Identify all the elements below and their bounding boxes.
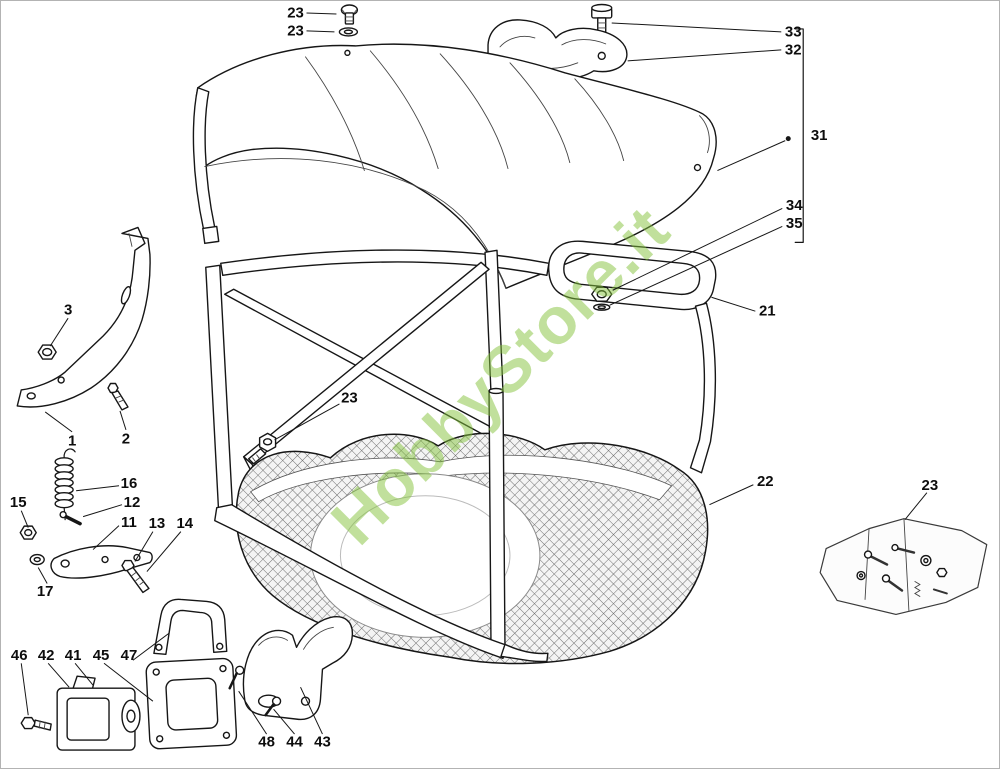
pin-icon	[59, 510, 82, 526]
hardware-bag	[819, 518, 988, 615]
part-31-leader-line	[717, 140, 786, 172]
side-bracket	[16, 226, 151, 408]
washer-icon	[29, 553, 45, 566]
part-31-bracket-line	[794, 28, 804, 243]
part-number-label: 23	[922, 477, 939, 494]
part-number-label: 22	[757, 473, 774, 490]
part-number-label: 3	[64, 302, 72, 319]
part-number-label: 13	[149, 515, 166, 532]
screw-icon	[264, 696, 282, 717]
grass-catcher-lid	[192, 43, 717, 289]
part-number-label: 12	[124, 494, 141, 511]
part-number-label: 46	[11, 647, 28, 664]
callout-leader-line	[709, 484, 754, 506]
callout-leader-line	[76, 485, 120, 492]
part-number-label: 11	[121, 514, 137, 531]
callout-leader-line	[627, 49, 782, 62]
lever-plate	[50, 545, 153, 579]
washer-icon	[338, 27, 359, 37]
artwork	[16, 3, 988, 751]
part-number-label: 33	[785, 23, 802, 40]
callout-leader-line	[119, 410, 127, 431]
callout-leader-line	[132, 632, 170, 661]
part-number-label: 48	[258, 734, 275, 751]
part-number-label: 42	[38, 647, 55, 664]
latch-top-bracket	[153, 598, 228, 655]
part-number-label: 45	[93, 647, 110, 664]
callout-leader-line	[609, 225, 783, 306]
callout-leader-line	[273, 708, 295, 735]
callout-leader-line	[44, 411, 73, 433]
latch-handle-lever	[242, 616, 354, 721]
nut-icon	[591, 286, 613, 311]
part-number-label: 44	[286, 734, 303, 751]
callout-leader-line	[20, 510, 29, 528]
callout-leader-line	[37, 567, 48, 584]
latch-body	[56, 675, 141, 751]
part-number-label: 2	[122, 430, 130, 447]
frame-front-tubes	[214, 387, 549, 663]
nut-icon	[19, 525, 37, 540]
callout-leader-line	[711, 296, 756, 312]
callout-leader-line	[82, 504, 123, 518]
bolt-icon	[20, 716, 52, 731]
bolt-icon	[107, 382, 129, 411]
part-number-label: 47	[121, 647, 138, 664]
part-number-label: 14	[177, 515, 194, 532]
screw-icon	[228, 665, 245, 690]
callout-leader-line	[904, 492, 928, 520]
callout-leader-line	[20, 663, 29, 716]
bolt-icon	[340, 4, 359, 25]
callout-leader-line	[146, 531, 182, 572]
bolt-icon	[247, 432, 277, 465]
spring	[54, 448, 76, 521]
callout-leader-line	[300, 686, 323, 735]
callout-leader-line	[306, 30, 335, 33]
part-31-dot	[785, 136, 791, 142]
callout-leader-line	[47, 662, 70, 688]
part-number-label: 15	[10, 494, 27, 511]
part-number-label: 17	[37, 583, 54, 600]
part-number-label: 32	[785, 41, 802, 58]
callout-leader-line	[612, 208, 783, 291]
latch-plate	[145, 657, 238, 750]
callout-leader-line	[103, 662, 154, 702]
callout-leader-line	[74, 662, 94, 686]
callout-leader-line	[134, 531, 154, 562]
part-number-label: 34	[786, 197, 803, 214]
callout-leader-line	[274, 403, 340, 441]
part-number-label: 23	[287, 4, 304, 21]
callout-leader-line	[49, 317, 69, 347]
part-number-label: 21	[759, 303, 776, 320]
part-number-label: 41	[65, 647, 82, 664]
bolt-icon	[121, 559, 150, 594]
callout-leader-line	[238, 690, 268, 735]
part-number-label: 43	[314, 734, 331, 751]
callout-leader-line	[92, 525, 120, 550]
callout-leader-line	[611, 22, 782, 33]
part-number-label: 16	[121, 475, 138, 492]
part-number-label: 23	[341, 389, 358, 406]
part-number-label: 1	[68, 432, 76, 449]
part-number-label: 23	[287, 22, 304, 39]
part-number-label: 31	[811, 127, 828, 144]
part-number-label: 35	[786, 215, 803, 232]
nut-icon	[37, 344, 57, 360]
frame-rear-loop	[548, 240, 717, 474]
callout-leader-line	[306, 12, 337, 15]
